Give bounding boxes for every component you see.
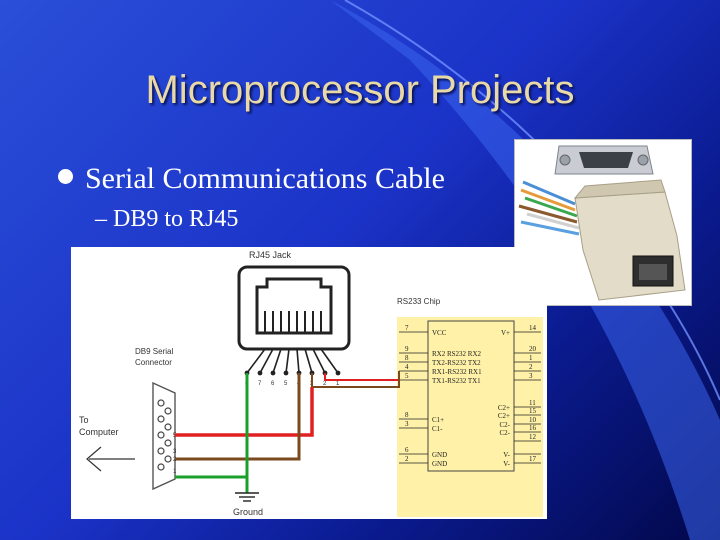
svg-text:8: 8	[405, 411, 409, 419]
svg-text:5: 5	[284, 381, 288, 387]
svg-text:1: 1	[529, 354, 533, 362]
arrow-left-icon	[86, 446, 135, 472]
chip-pin-lines	[399, 331, 541, 464]
slide-title: Microprocessor Projects	[145, 68, 575, 112]
svg-text:C2-: C2-	[500, 429, 511, 437]
svg-text:C1-: C1-	[432, 425, 443, 433]
svg-text:2: 2	[529, 363, 533, 371]
svg-text:16: 16	[529, 424, 537, 432]
svg-text:8: 8	[405, 354, 409, 362]
svg-text:10: 10	[529, 416, 537, 424]
svg-text:17: 17	[529, 455, 537, 463]
wire-brown-db9	[175, 373, 301, 461]
svg-text:3: 3	[173, 449, 177, 455]
bullet-text: Serial Communications Cable	[85, 162, 445, 195]
wire-red-db9	[175, 387, 314, 437]
svg-text:TX1-RS232 TX1: TX1-RS232 TX1	[432, 377, 481, 385]
svg-text:C1+: C1+	[432, 416, 444, 424]
svg-text:1: 1	[336, 381, 340, 387]
chip-left-pin-numbers: 7 9 8 4 5 8 3 6 2	[405, 324, 409, 463]
svg-text:7: 7	[258, 381, 262, 387]
wiring-diagram: RJ45 Jack 8 7 6 5 4 3 2 1	[71, 247, 547, 519]
db9-label-line1: DB9 Serial	[135, 347, 173, 356]
rj45-contacts	[264, 311, 322, 333]
svg-text:1: 1	[173, 469, 177, 475]
wire-rj45-pin3-to-chip	[311, 371, 400, 388]
svg-text:TX2-RS232 TX2: TX2-RS232 TX2	[432, 359, 481, 367]
wiring-schematic: RJ45 Jack 8 7 6 5 4 3 2 1	[79, 250, 543, 517]
svg-text:11: 11	[529, 399, 536, 407]
wire-rj45-pin2-to-chip	[324, 373, 399, 381]
svg-text:GND: GND	[432, 460, 447, 468]
db9-pins	[157, 399, 172, 471]
svg-text:7: 7	[405, 324, 409, 332]
wire-green-db9	[175, 373, 249, 479]
svg-text:2: 2	[323, 381, 327, 387]
db9-label-line2: Connector	[135, 358, 172, 367]
rj45-lead-dots	[244, 370, 341, 376]
svg-text:3: 3	[405, 420, 409, 428]
svg-text:5: 5	[405, 372, 409, 380]
svg-text:9: 9	[405, 345, 409, 353]
svg-text:C2+: C2+	[498, 404, 510, 412]
svg-text:RX2 RS232 RX2: RX2 RS232 RX2	[432, 350, 482, 358]
svg-text:C2-: C2-	[500, 421, 511, 429]
computer-label-line1: To	[79, 415, 89, 425]
chip-label: RS233 Chip	[397, 297, 441, 306]
svg-text:12: 12	[529, 433, 537, 441]
svg-text:C2+: C2+	[498, 412, 510, 420]
computer-label-line2: Computer	[79, 427, 119, 437]
svg-text:V+: V+	[501, 329, 510, 337]
svg-text:4: 4	[405, 363, 409, 371]
chip-right-pin-names: V+ C2+ C2+ C2- C2- V- V-	[498, 329, 511, 468]
svg-text:VCC: VCC	[432, 329, 447, 337]
svg-text:6: 6	[271, 381, 275, 387]
svg-text:15: 15	[529, 407, 537, 415]
svg-text:14: 14	[529, 324, 537, 332]
svg-text:6: 6	[405, 446, 409, 454]
rj45-leads	[246, 348, 339, 374]
svg-text:V-: V-	[503, 451, 510, 459]
sub-bullet: – DB9 to RJ45	[95, 206, 239, 232]
svg-text:RX1-RS232 RX1: RX1-RS232 RX1	[432, 368, 482, 376]
svg-text:GND: GND	[432, 451, 447, 459]
bullet-item: Serial Communications Cable	[58, 162, 445, 196]
svg-text:2: 2	[405, 455, 409, 463]
chip-left-pin-names: VCC RX2 RS232 RX2 TX2-RS232 TX2 RX1-RS23…	[432, 329, 482, 468]
rj45-label: RJ45 Jack	[249, 250, 292, 260]
svg-text:20: 20	[529, 345, 537, 353]
svg-text:V-: V-	[503, 460, 510, 468]
svg-text:3: 3	[529, 372, 533, 380]
ground-icon	[235, 492, 259, 502]
chip-right-pin-numbers: 14 20 1 2 3 11 15 10 16 12 17	[529, 324, 537, 463]
bullet-dot-icon	[58, 169, 73, 184]
db9-rj45-adapter-image	[518, 145, 686, 301]
rs232-chip	[427, 320, 515, 472]
ground-label: Ground	[233, 507, 263, 517]
